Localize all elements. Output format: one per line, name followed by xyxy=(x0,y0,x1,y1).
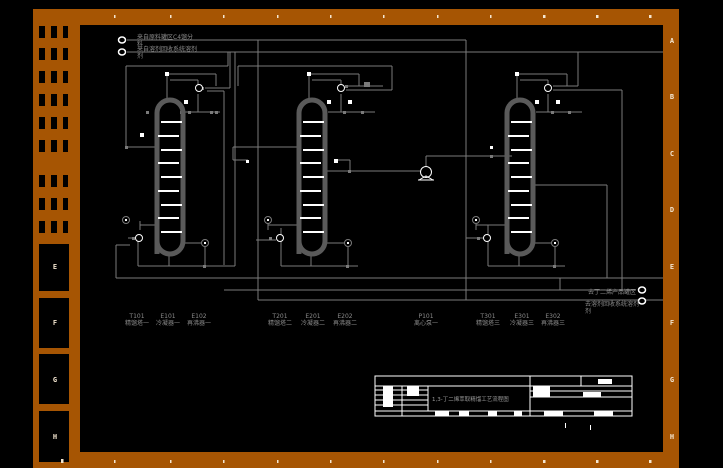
instrument-bubble-dots xyxy=(125,219,556,244)
zone-letter-d: D xyxy=(669,206,675,214)
stream-label-solvent-out-sub: 剂 xyxy=(585,308,592,315)
instrument-bubbles xyxy=(122,216,559,247)
zone-letter-f: F xyxy=(669,319,675,327)
column-t301 xyxy=(504,97,536,257)
zone-letter-g: G xyxy=(669,376,675,384)
zone-letter-e: E xyxy=(669,263,675,271)
border-ticks xyxy=(61,15,652,463)
distillation-columns xyxy=(154,97,536,257)
left-zone-letter-e: E xyxy=(52,263,58,271)
stream-label-solvent-out: 去溶剂回收系统溶剂 xyxy=(585,301,640,308)
instrument-tags xyxy=(140,72,560,163)
drawing-border xyxy=(33,9,679,468)
stream-label-solvent-sub: 剂 xyxy=(137,53,144,60)
column-trays xyxy=(158,121,532,233)
title-block-fills xyxy=(383,379,613,430)
stream-label-product: 去丁二烯产品罐区 xyxy=(588,289,637,296)
zone-letter-h: H xyxy=(669,433,675,441)
zone-letter-c: C xyxy=(669,150,675,158)
valves xyxy=(125,82,571,268)
column-t101 xyxy=(154,97,186,257)
stream-label-feed: 来自原料罐区C4馏分 xyxy=(137,34,194,41)
column-t201 xyxy=(296,97,328,257)
left-grid-cells xyxy=(39,26,69,462)
heat-exchangers xyxy=(135,84,552,242)
left-zone-letter-f: F xyxy=(52,319,58,327)
zone-letter-b: B xyxy=(669,93,675,101)
pump-p101 xyxy=(418,166,434,181)
drawing-title: 1,3-丁二烯萃取精馏工艺流程图 xyxy=(432,397,509,403)
stream-label-solvent: 来自溶剂回收系统溶剂 xyxy=(137,46,198,53)
stream-connectors xyxy=(117,36,647,305)
process-piping xyxy=(115,39,663,301)
left-zone-letter-g: G xyxy=(52,376,58,384)
zone-letter-a: A xyxy=(669,37,675,45)
stream-label-feed-sub: 料 xyxy=(137,41,144,48)
left-zone-letter-h: H xyxy=(52,433,58,441)
